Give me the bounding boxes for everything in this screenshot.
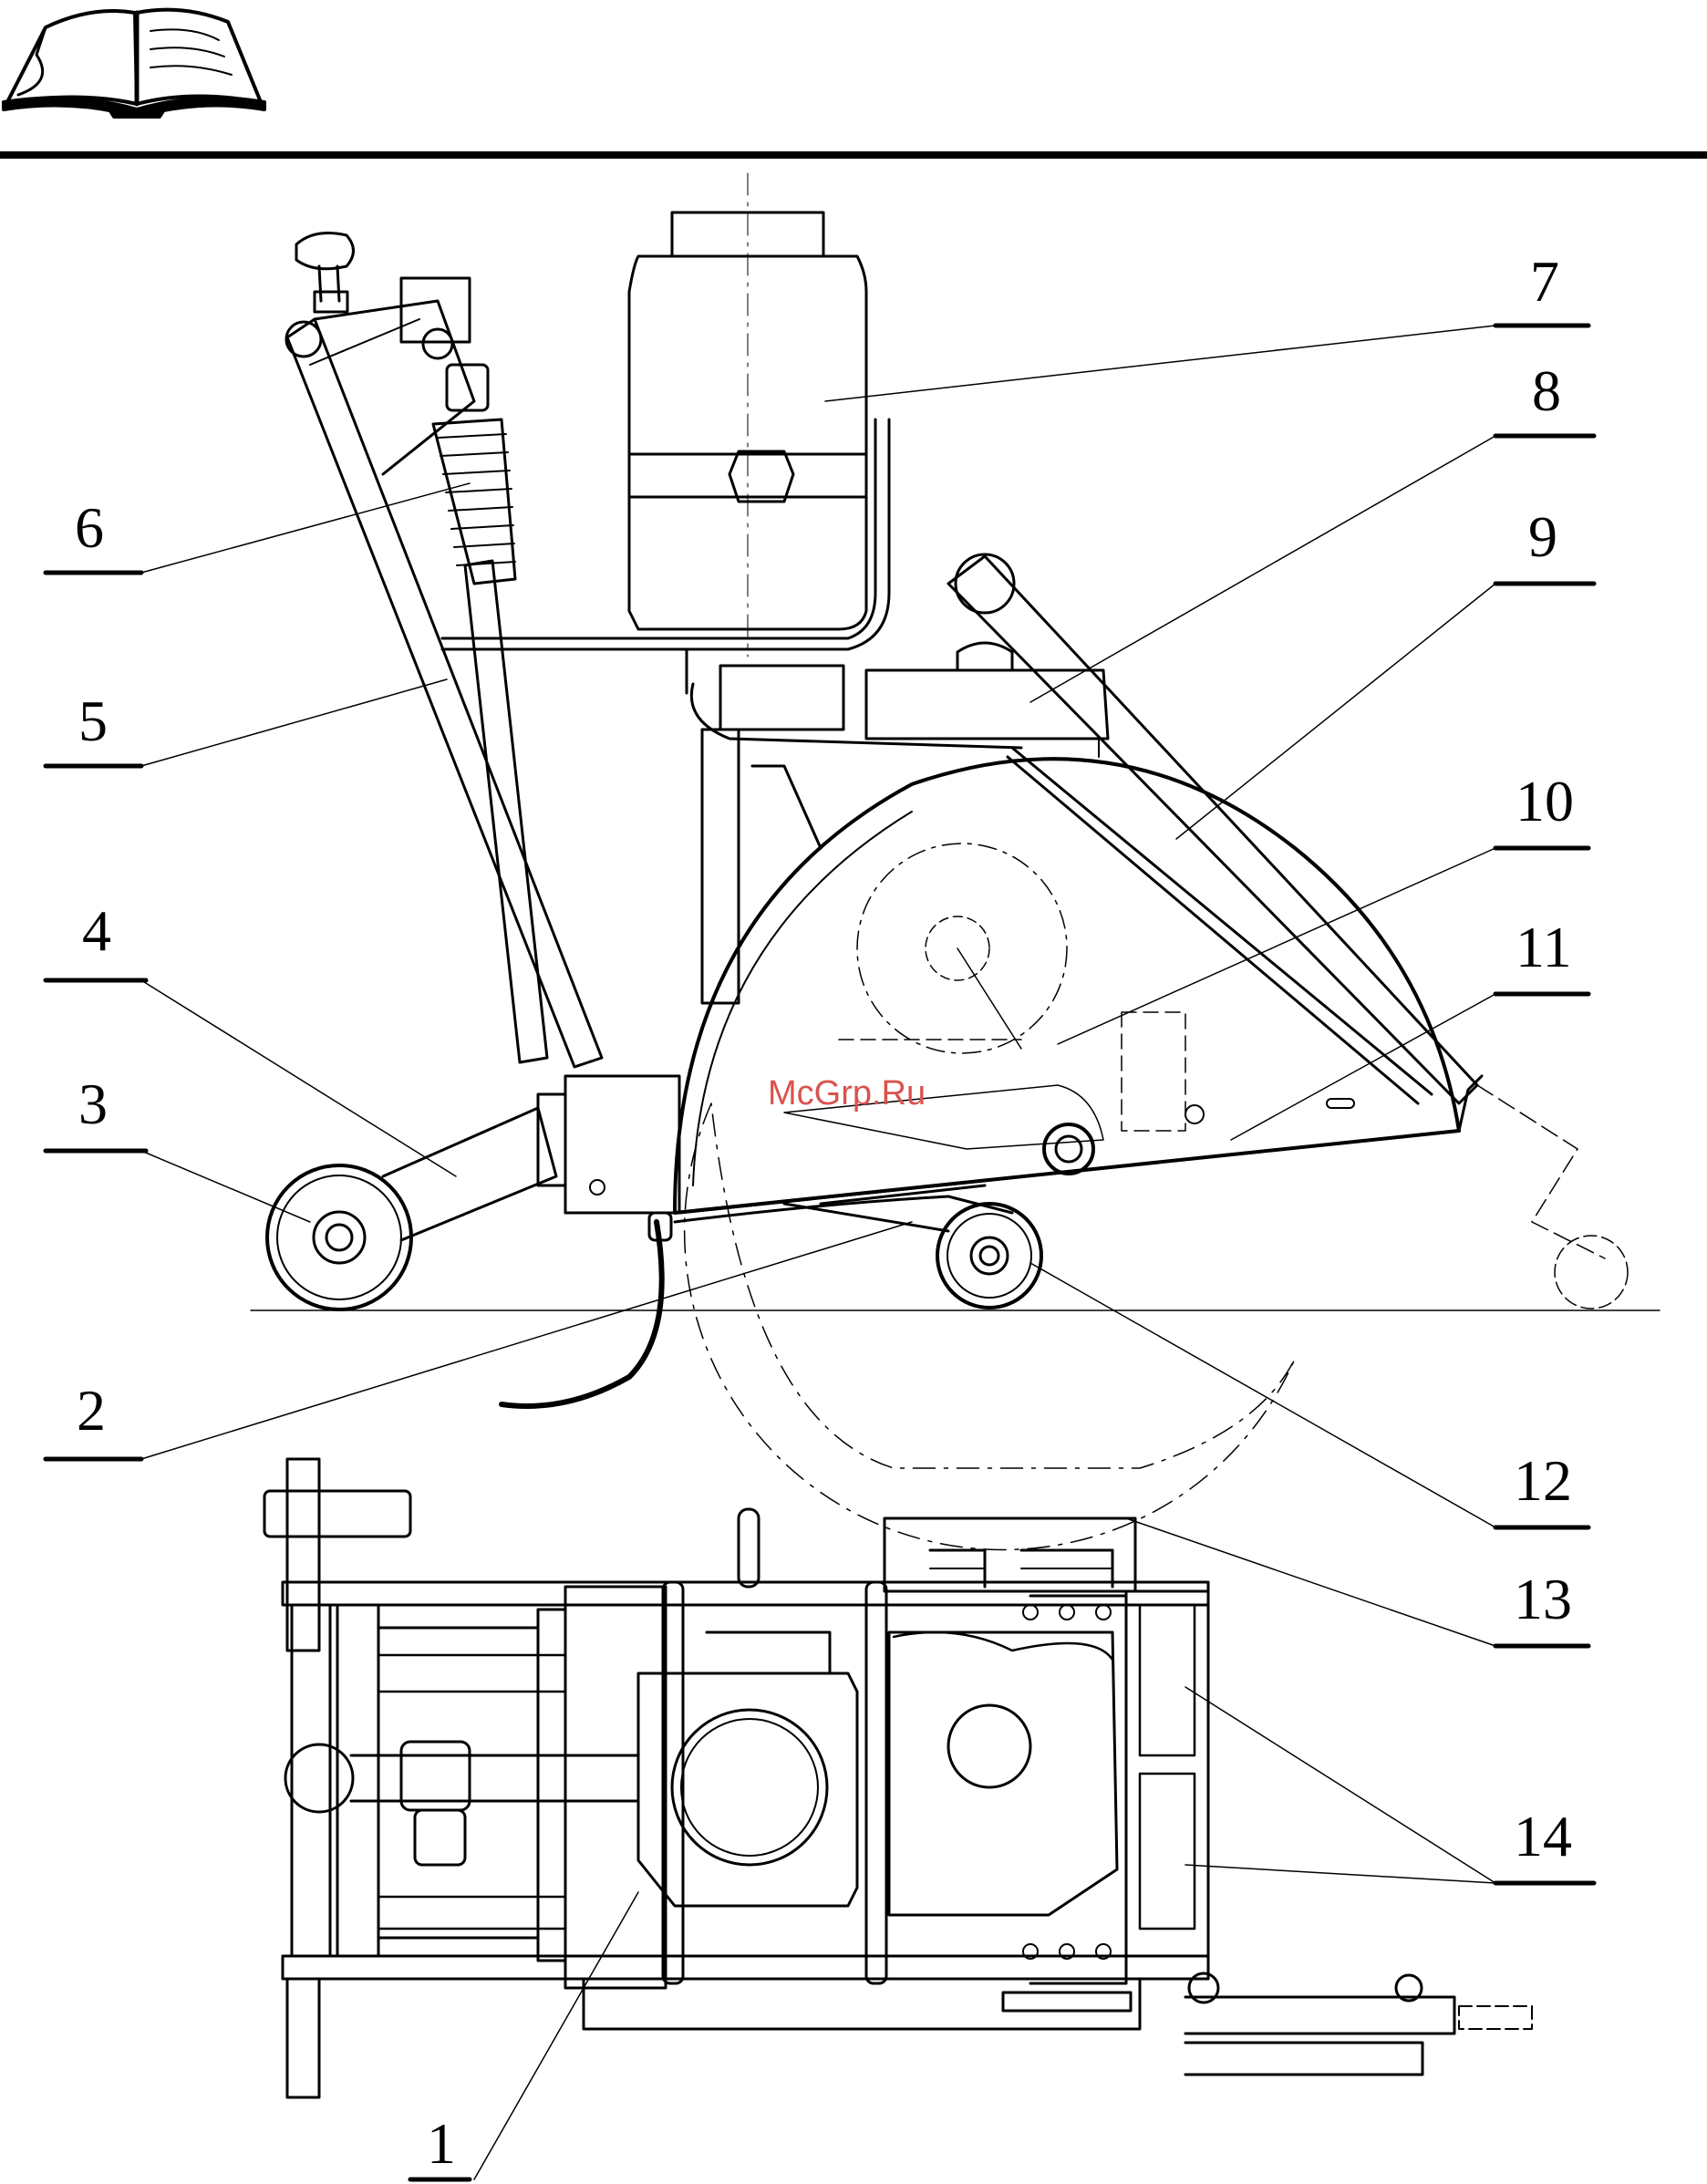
- manual-book-icon: [4, 10, 264, 117]
- callout-12: 12: [1514, 1448, 1572, 1513]
- callout-10: 10: [1516, 769, 1574, 833]
- callout-7: 7: [1530, 249, 1559, 314]
- callout-3: 3: [78, 1071, 108, 1136]
- callout-8: 8: [1532, 358, 1561, 423]
- callout-6: 6: [75, 495, 104, 560]
- callout-underlines: [46, 326, 1594, 2179]
- callout-11: 11: [1516, 915, 1572, 979]
- watermark: McGrp.Ru: [768, 1074, 926, 1113]
- callout-labels: 1 2 3 4 5 6 7 8 9 10 11 12 13 14: [75, 249, 1574, 2176]
- callout-9: 9: [1528, 504, 1557, 569]
- top-view: [264, 1459, 1532, 2097]
- callout-1: 1: [427, 2111, 456, 2176]
- leader-lines: [141, 326, 1495, 2179]
- callout-14: 14: [1514, 1804, 1572, 1868]
- callout-5: 5: [78, 688, 108, 753]
- side-view: [251, 173, 1660, 1549]
- callout-2: 2: [77, 1378, 106, 1443]
- callout-4: 4: [82, 898, 111, 963]
- callout-13: 13: [1514, 1567, 1572, 1631]
